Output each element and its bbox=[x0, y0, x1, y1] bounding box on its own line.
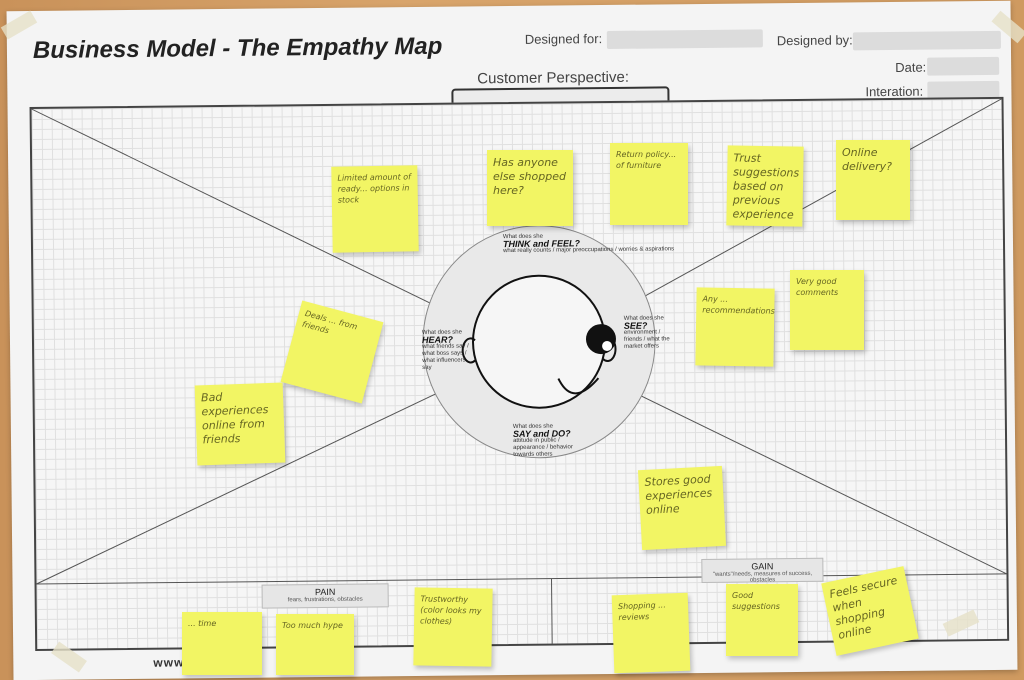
poster-title: Business Model - The Empathy Map bbox=[32, 32, 443, 65]
designed-for-field bbox=[606, 29, 763, 49]
sticky-note: Very good comments bbox=[790, 270, 864, 350]
see-caption: What does she SEE? environment / friends… bbox=[623, 315, 670, 350]
sticky-note: Shopping ... reviews bbox=[611, 592, 691, 674]
hear-caption: What does she HEAR? what friends say / w… bbox=[421, 329, 469, 371]
customer-perspective-label: Customer Perspective: bbox=[477, 68, 630, 88]
date-label: Date: bbox=[895, 59, 927, 75]
date-field bbox=[927, 56, 1000, 76]
think-caption: What does she THINK and FEEL? what reall… bbox=[502, 233, 675, 255]
sticky-note: Any ... recommendations bbox=[695, 287, 775, 367]
say-caption: What does she SAY and DO? attitude in pu… bbox=[512, 423, 573, 458]
map-diagram bbox=[31, 98, 1007, 644]
sticky-note: Too much hype bbox=[276, 614, 354, 675]
sticky-note: Online delivery? bbox=[836, 140, 910, 220]
designed-by-label: Designed by: bbox=[776, 32, 853, 49]
sticky-note: Stores good experiences online bbox=[637, 465, 727, 551]
designed-for-label: Designed for: bbox=[524, 31, 603, 47]
sticky-note: Trustworthy (color looks my clothes) bbox=[413, 587, 493, 667]
sticky-note: Bad experiences online from friends bbox=[194, 382, 286, 466]
sticky-note: Return policy... of furniture bbox=[610, 143, 688, 225]
sticky-note: Has anyone else shopped here? bbox=[487, 150, 573, 226]
sticky-note: Good suggestions bbox=[726, 584, 798, 656]
designed-by-field bbox=[852, 30, 1001, 51]
map-grid: What does she THINK and FEEL? what reall… bbox=[29, 96, 1010, 652]
pain-label: PAIN fears, frustrations, obstacles bbox=[261, 583, 389, 609]
empathy-map-poster: Business Model - The Empathy Map Designe… bbox=[6, 0, 1018, 680]
sticky-note: Limited amount of ready... options in st… bbox=[331, 165, 419, 253]
sticky-note: Trust suggestions based on previous expe… bbox=[726, 145, 804, 227]
sticky-note: ... time bbox=[182, 612, 262, 675]
gain-label: GAIN "wants"/needs, measures of success,… bbox=[701, 557, 824, 584]
